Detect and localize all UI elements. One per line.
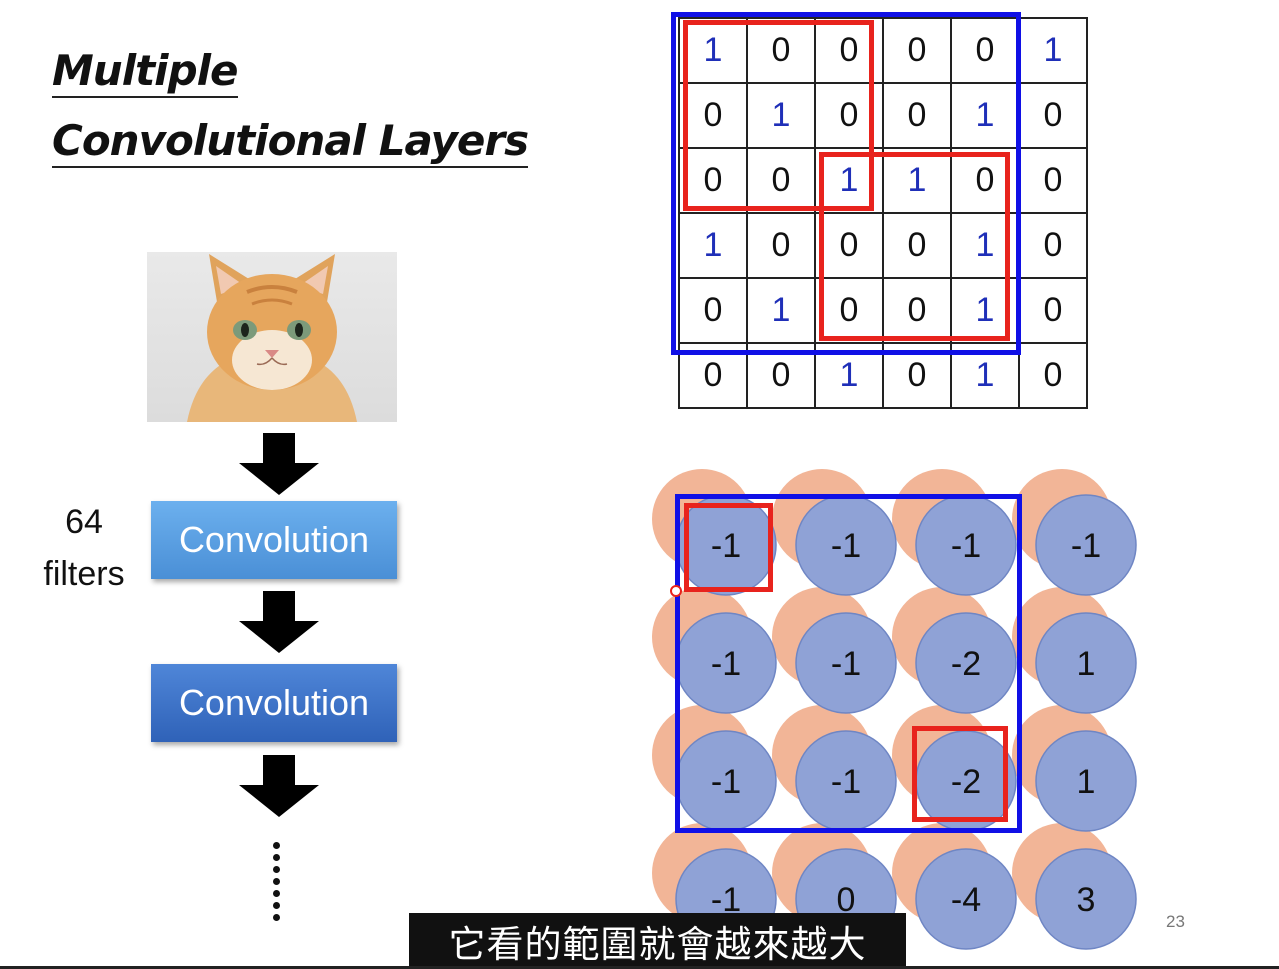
- matrix-cell: 1: [950, 277, 1020, 344]
- down-arrow-icon: [239, 433, 319, 495]
- feature-map-value: 1: [1077, 645, 1096, 683]
- feature-map-circle: [1035, 494, 1137, 596]
- slide-title-line-1: Multiple: [52, 50, 239, 98]
- matrix-cell: 0: [882, 82, 952, 149]
- feature-map-circle: [1035, 612, 1137, 714]
- continuation-dots: [270, 842, 282, 921]
- feature-map-value: -1: [711, 763, 741, 801]
- matrix-cell: 0: [1018, 277, 1088, 344]
- bottom-divider: [0, 966, 1279, 969]
- convolution-block-1: Convolution: [151, 501, 397, 579]
- feature-map-circle: [915, 612, 1017, 714]
- matrix-cell: 0: [950, 17, 1020, 84]
- matrix-cell: 1: [746, 277, 816, 344]
- matrix-cell: 0: [814, 212, 884, 279]
- feature-map-value: -2: [951, 645, 981, 683]
- feature-map-circle: [1035, 848, 1137, 950]
- matrix-cell: 1: [950, 82, 1020, 149]
- filters-label: 64 filters: [34, 496, 134, 600]
- cat-image: [147, 252, 397, 422]
- feature-map-value: -1: [951, 527, 981, 565]
- matrix-cell: 0: [746, 212, 816, 279]
- feature-map-circle: [795, 612, 897, 714]
- matrix-cell: 0: [814, 17, 884, 84]
- matrix-cell: 1: [1018, 17, 1088, 84]
- feature-map-value: -4: [951, 881, 981, 919]
- feature-map-value: -1: [711, 527, 741, 565]
- matrix-cell: 0: [746, 147, 816, 214]
- matrix-cell: 1: [746, 82, 816, 149]
- matrix-cell: 0: [1018, 212, 1088, 279]
- matrix-cell: 1: [882, 147, 952, 214]
- feature-map-value: -2: [951, 763, 981, 801]
- matrix-cell: 0: [678, 147, 748, 214]
- matrix-cell: 0: [882, 277, 952, 344]
- feature-map-circle: [1035, 730, 1137, 832]
- feature-map-value: 1: [1077, 763, 1096, 801]
- matrix-cell: 0: [882, 342, 952, 409]
- matrix-cell: 0: [1018, 342, 1088, 409]
- matrix-cell: 1: [678, 17, 748, 84]
- matrix-cell: 0: [746, 17, 816, 84]
- matrix-cell: 0: [814, 277, 884, 344]
- feature-map-value: 0: [837, 881, 856, 919]
- feature-map-value: -1: [711, 645, 741, 683]
- page-number: 23: [1166, 912, 1185, 931]
- video-subtitle: 它看的範圍就會越來越大: [409, 913, 906, 969]
- down-arrow-icon: [239, 755, 319, 817]
- filters-count: 64: [65, 503, 103, 541]
- matrix-cell: 1: [814, 342, 884, 409]
- matrix-cell: 0: [882, 212, 952, 279]
- matrix-cell: 0: [678, 277, 748, 344]
- feature-map-value: 3: [1077, 881, 1096, 919]
- matrix-cell: 0: [814, 82, 884, 149]
- matrix-cell: 0: [1018, 147, 1088, 214]
- matrix-cell: 1: [950, 212, 1020, 279]
- matrix-cell: 1: [678, 212, 748, 279]
- matrix-cell: 0: [678, 82, 748, 149]
- matrix-cell: 1: [814, 147, 884, 214]
- filters-text: filters: [43, 555, 125, 593]
- feature-map-value: -1: [831, 645, 861, 683]
- matrix-cell: 0: [678, 342, 748, 409]
- feature-map-value: -1: [831, 763, 861, 801]
- feature-map-value: -1: [1071, 527, 1101, 565]
- convolution-block-2: Convolution: [151, 664, 397, 742]
- feature-map-value: -1: [831, 527, 861, 565]
- feature-map-value: -1: [711, 881, 741, 919]
- matrix-cell: 0: [1018, 82, 1088, 149]
- laser-pointer-icon: [670, 585, 682, 597]
- matrix-cell: 0: [950, 147, 1020, 214]
- slide-title-line-2: Convolutional Layers: [52, 120, 529, 168]
- feature-map-circle: [915, 848, 1017, 950]
- down-arrow-icon: [239, 591, 319, 653]
- matrix-cell: 1: [950, 342, 1020, 409]
- matrix-cell: 0: [882, 17, 952, 84]
- feature-map: -1 -1 -1 -1 -1 -1 -2 1 -1 -1 -2 1 -1 0 -4 3: [652, 469, 1137, 950]
- matrix-cell: 0: [746, 342, 816, 409]
